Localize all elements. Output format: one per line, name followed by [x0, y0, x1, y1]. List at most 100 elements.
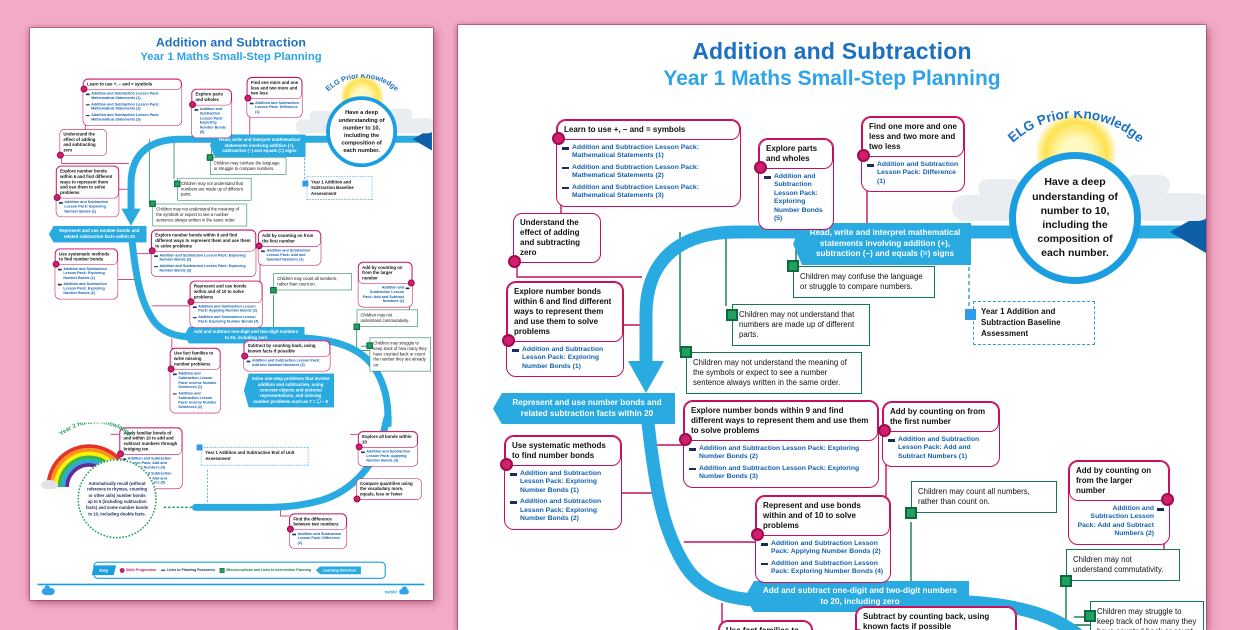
step-one-more-less: Find one more and one less and two more … — [857, 116, 965, 193]
misconception-node-icon — [787, 260, 799, 272]
misconception-box: Children may not understand the meaning … — [680, 346, 862, 395]
step-count-on-first: Add by counting on from the first number… — [255, 230, 322, 266]
lesson-pack-link[interactable]: Addition and Subtraction Lesson Pack: Ma… — [85, 113, 179, 122]
step-parts-wholes: Explore parts and wholes Addition and Su… — [754, 138, 834, 230]
step-zero: Understand the effect of adding and subt… — [56, 129, 107, 159]
lesson-pack-link[interactable]: Addition and Subtraction Lesson Pack: Ex… — [57, 282, 115, 296]
misconception-box: Children may count all numbers, rather t… — [905, 481, 1057, 520]
progression-dot — [751, 528, 764, 541]
elg-arc-label: ELG Prior Knowledge — [1005, 111, 1147, 146]
misconception-box: Children may not understand that numbers… — [726, 304, 870, 347]
progression-dot — [679, 433, 692, 446]
lesson-pack-link[interactable]: Addition and Subtraction Lesson Pack: Ma… — [85, 92, 179, 101]
lesson-pack-link[interactable]: Addition and Subtraction Lesson Pack: Ad… — [1074, 505, 1164, 539]
lesson-pack-link[interactable]: Addition and Subtraction Lesson Pack: Ex… — [764, 173, 828, 224]
assessment-node-icon — [302, 180, 309, 187]
objective-ribbon-read-write: Read, write and interpret mathematical s… — [793, 223, 971, 265]
lesson-pack-link[interactable]: Addition and Subtraction Lesson Pack: Ex… — [57, 267, 115, 281]
lesson-pack-link[interactable]: Addition and Subtraction Lesson Pack: Ex… — [689, 465, 873, 482]
step-label: Explore number bonds within 9 and find d… — [148, 230, 256, 255]
lesson-pack-link[interactable]: Addition and Subtraction Lesson Pack: Ex… — [510, 470, 616, 495]
lesson-pack-link[interactable]: Addition and Subtraction Lesson Pack: Ex… — [689, 445, 873, 462]
resource-dash-icon — [1157, 508, 1164, 511]
misconception-node-icon — [149, 200, 156, 207]
resource-dash-icon — [192, 306, 197, 308]
misconception-node-icon — [353, 323, 360, 331]
step-label: Represent and use bonds within and of 10… — [187, 281, 263, 306]
lesson-pack-link[interactable]: Addition and Subtraction Lesson Pack: Di… — [292, 532, 344, 546]
lesson-pack-link[interactable]: Addition and Subtraction Lesson Pack: Ap… — [192, 305, 260, 314]
lesson-pack-link[interactable]: Addition and Subtraction Lesson Pack: Ex… — [154, 264, 253, 273]
lesson-pack-link[interactable]: Addition and Subtraction Lesson Pack: Di… — [249, 101, 299, 115]
page-preview-zoomed[interactable]: Addition and Subtraction Year 1 Maths Sm… — [458, 25, 1206, 630]
lesson-pack-link[interactable]: Addition and Subtraction Lesson Pack: Ad… — [888, 436, 994, 461]
lesson-pack-link[interactable]: Addition and Subtraction Lesson Pack: Ex… — [761, 560, 885, 577]
page-thumbnail-full-poster[interactable]: Addition and Subtraction Year 1 Maths Sm… — [30, 28, 433, 600]
step-count-on-first: Add by counting on from the first number… — [878, 401, 1000, 468]
resource-dash-icon — [57, 284, 62, 286]
progression-dot — [244, 94, 252, 102]
lesson-pack-link[interactable]: Addition and Subtraction Lesson Pack: Ma… — [85, 103, 179, 112]
brand-name: twinkl — [384, 589, 397, 595]
lesson-pack-link[interactable]: Addition and Subtraction Lesson Pack: Ex… — [194, 108, 228, 135]
misconception-node-icon — [270, 287, 277, 294]
lesson-pack-link[interactable]: Addition and Subtraction Lesson Pack: Ma… — [562, 164, 735, 181]
lesson-pack-link[interactable]: Addition and Subtraction Lesson Pack: Ex… — [192, 315, 260, 324]
cloud-icon — [978, 179, 1022, 199]
progression-dot — [407, 279, 415, 287]
lesson-pack-link[interactable]: Addition and Subtraction Lesson Pack: Ma… — [562, 144, 735, 161]
cloud-icon — [392, 118, 433, 134]
step-label: Find one more and one less and two more … — [244, 77, 302, 102]
lesson-pack-link[interactable]: Addition and Subtraction Lesson Pack: Di… — [867, 161, 959, 186]
lesson-pack-link[interactable]: Addition and Subtraction Lesson Pack: Ex… — [510, 498, 616, 523]
progression-dot — [500, 458, 513, 471]
lesson-pack-link[interactable]: Addition and Subtraction Lesson Pack: Ad… — [246, 359, 328, 368]
lesson-pack-link[interactable]: Addition and Subtraction Lesson Pack: In… — [172, 372, 218, 390]
elg-statement-circle: Have a deep understanding of number to 1… — [1009, 152, 1141, 284]
elg-statement: Have a deep understanding of number to 1… — [338, 109, 385, 154]
lesson-pack-link[interactable]: Addition and Subtraction Lesson Pack: Ex… — [512, 346, 618, 371]
lesson-pack-link[interactable]: Addition and Subtraction Lesson Pack: Ex… — [154, 254, 253, 263]
misconception-box: Children may not understand commutativit… — [1060, 549, 1180, 588]
misconception-box: Children may struggle to keep track of h… — [366, 337, 431, 372]
step-label: Subtract by counting back, using known f… — [241, 340, 330, 360]
resource-dash-icon — [192, 317, 197, 319]
misconception-box: Children may confuse the language or str… — [206, 154, 287, 175]
misconception-node-icon — [206, 154, 214, 161]
progression-dot — [754, 161, 767, 174]
poster-full-size-view: Addition and Subtraction Year 1 Maths Sm… — [458, 25, 1206, 630]
resource-dash-icon — [154, 255, 158, 257]
step-zero: Understand the effect of adding and subt… — [508, 213, 601, 268]
horizon-statement: Automatically recall (without reference … — [85, 481, 149, 517]
step-label: Find one more and one less and two more … — [857, 117, 964, 162]
step-fact-families: Use fact families to write missing numbe… — [718, 620, 813, 630]
lesson-pack-link[interactable]: Addition and Subtraction Lesson Pack: Ma… — [562, 184, 735, 201]
resource-dash-icon — [249, 102, 254, 105]
lesson-pack-link[interactable]: Addition and Subtraction Lesson Pack: Ex… — [59, 201, 116, 215]
resource-dash-icon — [161, 569, 166, 571]
step-bonds10: Represent and use bonds within and of 10… — [751, 495, 891, 583]
progression-dot — [552, 132, 565, 145]
poster-title: Addition and Subtraction — [155, 34, 307, 49]
poster-title: Addition and Subtraction — [692, 38, 972, 64]
lesson-pack-link[interactable]: Addition and Subtraction Lesson Pack: Ad… — [361, 286, 410, 304]
lesson-pack-link[interactable]: Addition and Subtraction Lesson Pack: In… — [172, 392, 218, 410]
resource-dash-icon — [85, 93, 90, 95]
brand-mark: twinkl — [384, 586, 409, 595]
resource-dash-icon — [510, 501, 517, 504]
lesson-pack-link[interactable]: Addition and Subtraction Lesson Pack: Ap… — [361, 450, 415, 464]
step-label: Apply familiar bonds of and within 10 to… — [117, 427, 183, 458]
misconception-box: Children may struggle to keep track of h… — [1084, 601, 1204, 630]
step-bonds10: Represent and use bonds within and of 10… — [187, 280, 263, 328]
progression-dot — [189, 101, 197, 109]
assessment-node-icon — [965, 309, 976, 320]
step-bonds9: Explore number bonds within 9 and find d… — [148, 229, 257, 277]
step-bonds6: Explore number bonds within 6 and find d… — [502, 281, 624, 378]
lesson-pack-link[interactable]: Addition and Subtraction Lesson Pack: Ap… — [761, 540, 885, 557]
resource-dash-icon — [512, 349, 519, 352]
step-label: Explore number bonds within 6 and find d… — [53, 166, 119, 202]
end-of-unit-assessment-box: Year 1 Addition and Subtraction End of U… — [196, 444, 309, 466]
lesson-pack-link[interactable]: Addition and Subtraction Lesson Pack: Ad… — [261, 249, 318, 263]
step-label: Use systematic methods to find number bo… — [500, 436, 621, 471]
